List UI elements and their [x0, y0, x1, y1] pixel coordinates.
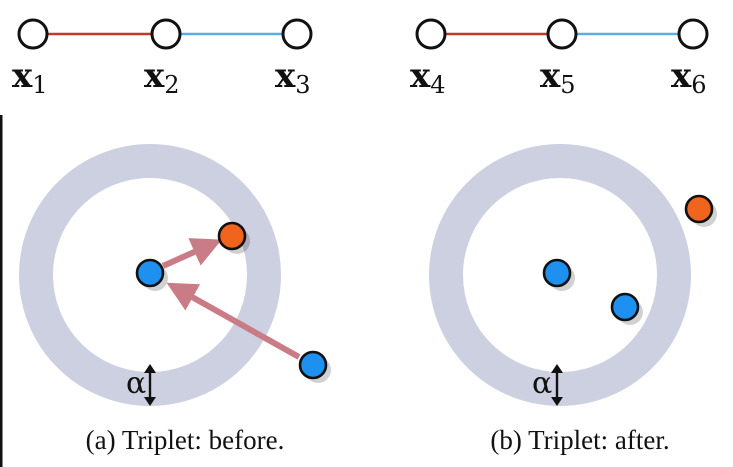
- alpha-arrow-down-icon: [551, 397, 563, 406]
- label-x3: x3: [275, 56, 311, 99]
- label-x6: x6: [671, 56, 707, 99]
- alpha-marker: α: [532, 364, 563, 406]
- anchor-point: [542, 258, 572, 288]
- alpha-arrow-down-icon: [144, 397, 156, 406]
- positive-point: [298, 350, 328, 380]
- label-x5: x5: [540, 56, 576, 99]
- push-arrow: [161, 238, 222, 269]
- node-x5: [546, 18, 578, 50]
- node-x6: [677, 18, 709, 50]
- graph-right: x4 x5 x6: [410, 18, 709, 99]
- panel-after: α (b) Triplet: after.: [429, 144, 717, 455]
- node-x3: [281, 18, 313, 50]
- graph-left: x1 x2 x3: [12, 18, 313, 99]
- panel-before: α (a) Triplet: before.: [19, 144, 331, 455]
- alpha-label: α: [126, 366, 146, 401]
- label-x4: x4: [410, 56, 446, 99]
- caption-after: (b) Triplet: after.: [490, 425, 669, 455]
- alpha-label: α: [532, 366, 552, 401]
- label-x2: x2: [144, 56, 180, 99]
- negative-point: [684, 194, 714, 224]
- node-x4: [415, 18, 447, 50]
- positive-point: [610, 292, 640, 322]
- node-x2: [150, 18, 182, 50]
- pull-arrow: [166, 282, 301, 360]
- alpha-marker: α: [126, 364, 156, 406]
- caption-before: (a) Triplet: before.: [86, 425, 285, 455]
- node-x1: [17, 18, 49, 50]
- negative-point: [217, 221, 247, 251]
- anchor-point: [135, 258, 165, 288]
- alpha-arrow-up-icon: [144, 364, 156, 373]
- alpha-arrow-up-icon: [551, 364, 563, 373]
- label-x1: x1: [12, 56, 48, 99]
- margin-ring: [429, 144, 691, 406]
